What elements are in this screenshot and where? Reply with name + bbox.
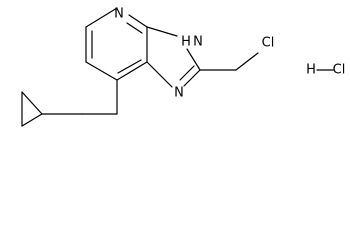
bond-c3a-n3 <box>146 26 178 37</box>
hcl-chlorine-label: Cl <box>333 63 346 78</box>
bond-cp-b <box>21 91 43 115</box>
bond-n4-c5 <box>85 7 118 28</box>
bond-n3-c2 <box>186 48 201 71</box>
bond-cp-d <box>21 113 43 127</box>
bond-c2-n1 <box>183 69 201 87</box>
bond-c3a-n4-inner <box>126 22 143 34</box>
bond-c2-n1-inner <box>179 65 195 81</box>
pyridine-nitrogen-label: N <box>114 7 124 22</box>
chlorine-label: Cl <box>262 36 275 51</box>
bond-c7-c7a <box>116 61 148 81</box>
imidazole-nh-n-label: N <box>193 35 203 50</box>
bond-c7-c7a-inner <box>117 59 142 74</box>
molecule-drawing: N H N N Cl H Cl <box>21 7 346 127</box>
structure-canvas: N H N N Cl H Cl <box>21 6 346 127</box>
bond-c6-c7 <box>85 61 118 81</box>
bond-c3a-n4 <box>128 14 148 28</box>
imidazole-nitrogen-label: N <box>174 86 184 101</box>
bond-ch2-cl <box>235 52 259 71</box>
bond-n1-c7a <box>146 61 173 88</box>
hcl-hydrogen-label: H <box>306 63 316 78</box>
imidazole-nh-h-label: H <box>181 35 191 50</box>
